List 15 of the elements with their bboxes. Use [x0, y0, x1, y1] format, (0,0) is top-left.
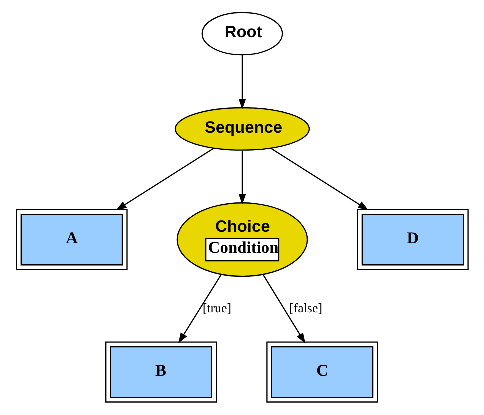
arrow [270, 148, 368, 211]
arrow [178, 274, 222, 344]
node-ellipse: Choice Condition [176, 202, 308, 278]
node-box: D [356, 209, 468, 270]
node-box: C [266, 342, 378, 403]
arrow [238, 55, 246, 110]
node-box: B [105, 342, 217, 403]
node-ellipse: Root [201, 12, 283, 56]
arrow [262, 274, 306, 344]
edge-label: [false] [289, 300, 322, 316]
arrow [116, 148, 214, 211]
node-box: A [16, 209, 128, 270]
node-ellipse: Sequence [174, 107, 310, 151]
edge-label: [true] [202, 300, 232, 316]
arrow [238, 150, 246, 205]
